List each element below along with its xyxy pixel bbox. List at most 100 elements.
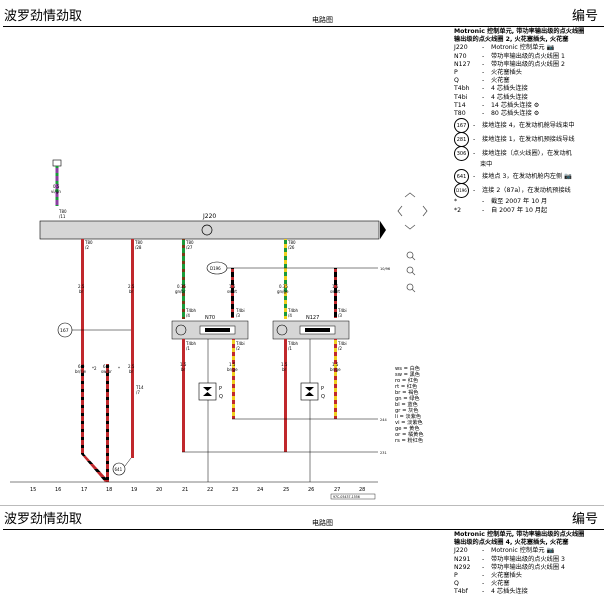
wire-color: br/ge (227, 367, 238, 372)
legend-item: J220-Motronic 控制单元 📷 (454, 547, 555, 555)
wire-br (81, 239, 84, 364)
legend-ground-item: D196-连接 2（87a），在发动机预接线 (454, 183, 584, 199)
wire-size: 2.5 (78, 284, 85, 289)
legend-code: P (454, 572, 458, 580)
legend-text: 4 芯插头连接 (491, 85, 528, 93)
grid-number: 26 (308, 487, 314, 493)
ecu-j220-block (39, 220, 380, 240)
legend-text: 火花塞 (491, 580, 510, 588)
wire-color: gn/ge (277, 289, 289, 294)
legend-code: Q (454, 580, 459, 588)
legend-item: Q-火花塞 (454, 77, 510, 85)
legend-ground-item: 641-接地点 3，在发动机舱内左侧 📷 (454, 169, 584, 185)
connector-pin: /27 (186, 245, 193, 250)
reference-number: 244 (380, 418, 387, 422)
wire-sw-rt (334, 268, 337, 318)
legend-text: 连接 2（87a），在发动机预接线 (482, 186, 571, 194)
continue-arrow-icon (380, 221, 386, 239)
grid-number: 20 (156, 487, 162, 493)
wire-br (131, 364, 134, 458)
connector-pin: /2 (236, 346, 240, 351)
legend-text: 截至 2007 年 10 月 (491, 198, 548, 206)
reference-box (330, 493, 376, 500)
grid-number: 27 (334, 487, 340, 493)
wire-sw-br (106, 364, 109, 482)
color-code: gr = 灰色 (395, 408, 419, 414)
color-code: li = 淡紫色 (395, 414, 422, 420)
wire-br (182, 339, 185, 452)
color-code: or = 橘黄色 (395, 432, 424, 438)
wire-vi-gn (55, 166, 59, 206)
grid-number: 25 (283, 487, 289, 493)
grid-number: 21 (182, 487, 188, 493)
connector-label: T4bi (337, 341, 347, 346)
wire-color: vi/gn (51, 189, 61, 194)
connector-point-icon: D196 (454, 183, 469, 199)
legend-text: 带功率输出级的点火线圈 2 (491, 60, 565, 68)
wire-br-ge (232, 339, 235, 419)
page-subtitle: 电路图 (312, 519, 333, 527)
wire-size: 0.5 (53, 184, 60, 189)
legend-item: N292-带功率输出级的点火线圈 4 (454, 563, 565, 571)
wire-color: gn/br (175, 289, 186, 294)
spark-plug-2 (300, 382, 319, 401)
legend-code: P (454, 69, 458, 77)
coil-winding-icon (199, 325, 236, 335)
wire-color: sw/rt (227, 289, 237, 294)
ground-167-icon (57, 322, 73, 338)
wire-br-sw (81, 364, 84, 454)
footnote-marker: * (118, 366, 120, 371)
legend-note: *-截至 2007 年 10 月 (454, 198, 548, 206)
fuse-box (52, 159, 62, 167)
reference-number: 10/96 (380, 267, 390, 271)
legend-code: J220 (454, 44, 468, 52)
legend-text: 火花塞 (491, 77, 510, 85)
connector-label: T80 (185, 240, 194, 245)
legend-item: J220-Motronic 控制单元 📷 (454, 44, 555, 52)
spark-gap-icon (305, 387, 314, 391)
legend-text: 4 芯插头连接 (491, 588, 528, 596)
wire-size: 1.5 (281, 362, 288, 367)
wire-color: br/sw (75, 369, 87, 374)
legend-text: 束中 (480, 161, 493, 169)
component-legend: Motronic 控制单元, 带功率输出级的点火线圈 输出级的点火线圈 2, 火… (454, 28, 584, 215)
wire-size: 1.5 (332, 284, 339, 289)
legend-text: 带功率输出级的点火线圈 4 (491, 563, 565, 571)
reference-code: 97C-05437-1556 (333, 495, 360, 499)
legend-text: 接地连接 1，在发动机预接线导线 (482, 135, 575, 143)
spark-gap-icon (203, 387, 212, 391)
ecu-label: J220 (202, 213, 216, 220)
legend-code: T4bf (454, 588, 468, 596)
legend-ground-item: 167-接地连接 4，在发动机舱导线束中 (454, 118, 584, 134)
legend-item: N291-带功率输出级的点火线圈 3 (454, 555, 565, 563)
connector-pin: /3 (236, 313, 240, 318)
ground-label: 641 (115, 467, 123, 472)
connector-pin: /1 (288, 346, 292, 351)
nav-right-icon (422, 205, 428, 217)
junction-label: D196 (210, 266, 221, 271)
component-label: N70 (205, 315, 215, 321)
footnote-marker: *2 (92, 366, 97, 371)
legend-code: T80 (454, 110, 466, 118)
wire-br (284, 339, 287, 452)
connector-label: T14 (135, 385, 144, 390)
wire-color: sw/br (101, 369, 112, 374)
component-legend-page2: Motronic 控制单元, 带功率输出级的点火线圈 输出级的点火线圈 4, 火… (454, 531, 584, 597)
legend-code: N292 (454, 563, 471, 571)
legend-code: Q (454, 77, 459, 85)
color-code: rs = 粉红色 (395, 438, 424, 444)
connector-label: T4bh (287, 341, 299, 346)
grid-number: 15 (30, 487, 36, 493)
grid-number: 18 (106, 487, 112, 493)
legend-text: Motronic 控制单元 📷 (491, 547, 555, 555)
wire-size: 1.5 (332, 362, 339, 367)
spark-plug-1 (198, 382, 217, 401)
legend-item: P-火花塞插头 (454, 69, 522, 77)
legend-ground-item: 306-接地连接（点火线圈），在发动机 (454, 146, 584, 162)
legend-item: T4bh-4 芯插头连接 (454, 85, 528, 93)
spark-gap-icon (305, 392, 314, 396)
ground-label: 167 (60, 328, 69, 334)
wire-br (131, 239, 134, 364)
legend-text: 14 芯插头连接 ⚙ (491, 101, 540, 109)
color-code: br = 褐色 (395, 390, 419, 396)
